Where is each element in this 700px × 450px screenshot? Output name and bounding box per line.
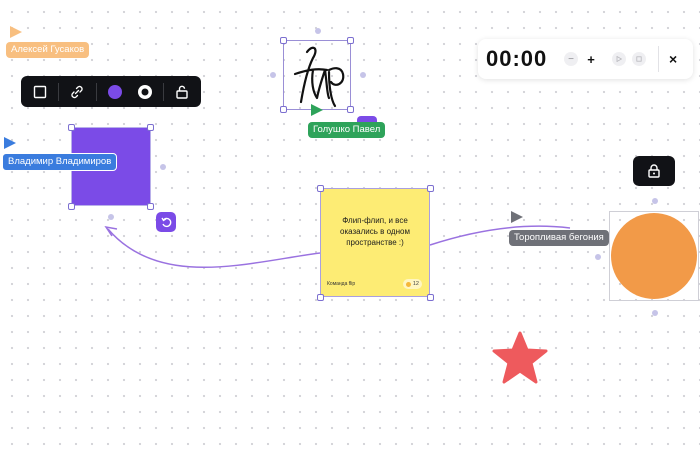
resize-handle[interactable] <box>280 106 287 113</box>
resize-handle[interactable] <box>317 185 324 192</box>
resize-handle[interactable] <box>347 106 354 113</box>
circle-selection-box <box>609 211 699 301</box>
connection-point[interactable] <box>315 28 321 34</box>
reaction-count: 12 <box>412 281 419 287</box>
connection-point[interactable] <box>108 214 114 220</box>
resize-handle[interactable] <box>68 203 75 210</box>
timer-plus-button[interactable]: + <box>587 51 595 67</box>
timer-divider <box>658 46 659 72</box>
timer-display: 00:00 <box>486 46 548 71</box>
sticky-selection-box <box>320 188 430 297</box>
resize-handle[interactable] <box>427 185 434 192</box>
red-star-shape[interactable] <box>492 331 548 384</box>
cursor-arrow-icon <box>511 211 523 223</box>
lock-button[interactable] <box>633 156 675 186</box>
signature-selection-box <box>283 40 351 110</box>
lock-icon <box>648 164 660 178</box>
object-toolbar <box>21 76 201 107</box>
connection-point[interactable] <box>652 310 658 316</box>
connector-sticky-to-square[interactable] <box>107 228 321 268</box>
timer-minus-button[interactable]: − <box>564 52 578 66</box>
unlock-icon[interactable] <box>171 81 193 103</box>
resize-handle[interactable] <box>68 124 75 131</box>
sticky-note-text: Флип-флип, и все оказались в одном прост… <box>340 216 410 247</box>
undo-button[interactable] <box>156 212 176 232</box>
cursor-arrow-icon <box>4 137 16 149</box>
play-icon <box>616 56 622 62</box>
resize-handle[interactable] <box>347 37 354 44</box>
connection-point[interactable] <box>595 254 601 260</box>
reaction-badge[interactable]: 12 <box>402 279 422 289</box>
signature-drawing[interactable]: flip <box>283 40 353 110</box>
connection-point[interactable] <box>270 72 276 78</box>
timer-close-button[interactable]: × <box>669 51 678 67</box>
sticky-note-author: Команда flip <box>327 281 356 287</box>
toolbar-divider <box>95 82 97 101</box>
cursor-label: Торопливая бегония <box>509 230 609 246</box>
connector-arrowhead <box>104 225 118 237</box>
resize-handle[interactable] <box>147 124 154 131</box>
resize-handle[interactable] <box>280 37 287 44</box>
link-icon[interactable] <box>66 81 88 103</box>
timer-stop-button[interactable] <box>632 52 646 66</box>
stop-icon <box>636 56 642 62</box>
sticky-note[interactable]: Флип-флип, и все оказались в одном прост… <box>320 188 430 297</box>
resize-handle[interactable] <box>427 294 434 301</box>
connection-point[interactable] <box>652 198 658 204</box>
stroke-color-swatch[interactable] <box>134 81 156 103</box>
square-outline-icon[interactable] <box>29 81 51 103</box>
resize-handle[interactable] <box>317 294 324 301</box>
fill-color-swatch[interactable] <box>104 81 126 103</box>
timer-panel: 00:00 − + × <box>478 39 693 79</box>
toolbar-divider <box>162 82 164 101</box>
timer-play-button[interactable] <box>612 52 626 66</box>
connection-point[interactable] <box>360 72 366 78</box>
cursor-label: Алексей Гусаков <box>6 42 90 58</box>
cursor-label: Владимир Владимиров <box>2 153 118 171</box>
toolbar-divider <box>58 82 60 101</box>
connection-point[interactable] <box>160 164 166 170</box>
orange-circle-shape[interactable] <box>611 213 697 299</box>
cursor-arrow-icon <box>10 26 22 38</box>
undo-icon <box>161 217 172 228</box>
emoji-icon <box>405 281 411 287</box>
resize-handle[interactable] <box>147 203 154 210</box>
cursor-arrow-icon <box>311 104 323 116</box>
cursor-label: Голушко Павел <box>308 122 386 138</box>
